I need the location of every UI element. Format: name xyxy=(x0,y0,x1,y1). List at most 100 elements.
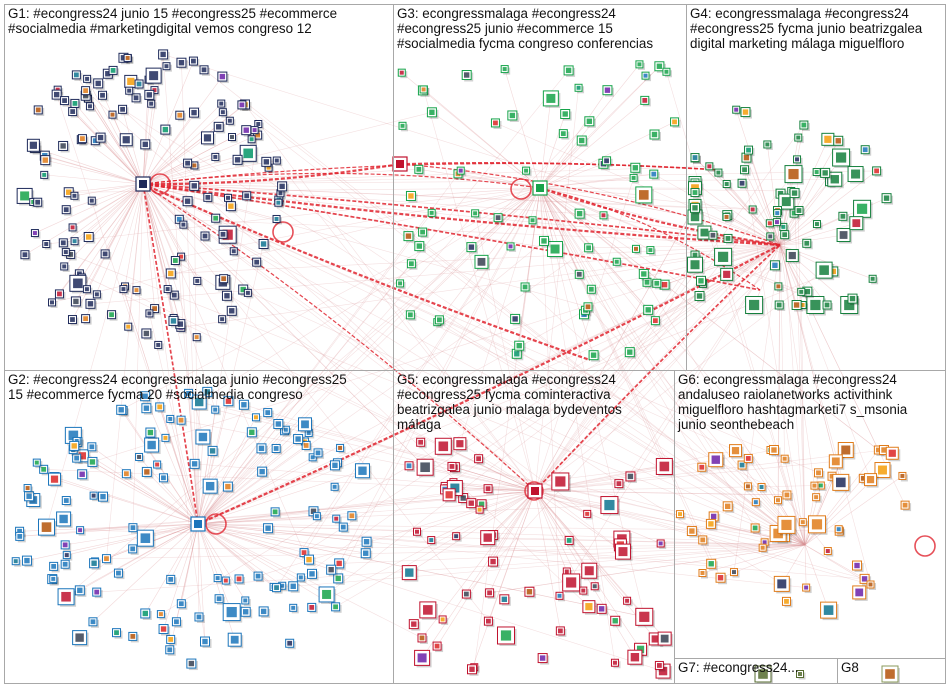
node-g2[interactable] xyxy=(145,427,157,440)
node-g1[interactable] xyxy=(203,192,214,204)
node-g6[interactable] xyxy=(750,523,762,534)
node-g2[interactable] xyxy=(334,558,346,570)
node-g2[interactable] xyxy=(136,529,156,549)
hub-node[interactable] xyxy=(190,516,206,532)
node-g5[interactable] xyxy=(657,631,674,648)
node-g2[interactable] xyxy=(332,514,342,525)
node-g2[interactable] xyxy=(336,443,346,454)
node-g1[interactable] xyxy=(211,152,221,163)
node-g6[interactable] xyxy=(780,454,791,465)
node-g5[interactable] xyxy=(404,461,416,472)
node-g1[interactable] xyxy=(145,67,164,86)
node-g1[interactable] xyxy=(213,121,226,134)
node-g1[interactable] xyxy=(58,140,70,153)
node-g3[interactable] xyxy=(641,71,652,82)
node-g3[interactable] xyxy=(640,95,651,107)
node-g2[interactable] xyxy=(11,557,22,567)
node-g2[interactable] xyxy=(347,511,358,522)
node-g4[interactable] xyxy=(766,232,776,242)
node-g3[interactable] xyxy=(520,282,532,293)
node-g1[interactable] xyxy=(132,286,142,296)
node-g1[interactable] xyxy=(179,220,189,231)
node-g2[interactable] xyxy=(293,434,305,446)
node-g4[interactable] xyxy=(838,211,849,223)
node-g4[interactable] xyxy=(772,218,783,228)
node-g2[interactable] xyxy=(240,606,253,619)
node-g1[interactable] xyxy=(71,70,83,81)
node-g2[interactable] xyxy=(166,574,177,586)
node-g5[interactable] xyxy=(475,505,486,516)
node-g5[interactable] xyxy=(627,649,644,667)
node-g5[interactable] xyxy=(600,496,620,516)
node-g1[interactable] xyxy=(100,249,112,260)
node-g1[interactable] xyxy=(123,53,134,64)
node-g1[interactable] xyxy=(225,201,238,213)
node-g2[interactable] xyxy=(238,399,251,412)
node-g6[interactable] xyxy=(898,471,908,482)
node-g3[interactable] xyxy=(514,340,526,353)
node-g3[interactable] xyxy=(652,278,663,290)
node-g6[interactable] xyxy=(729,444,744,459)
node-g3[interactable] xyxy=(599,211,609,221)
node-g5[interactable] xyxy=(414,649,432,668)
node-g6[interactable] xyxy=(768,445,781,457)
node-g5[interactable] xyxy=(432,641,444,653)
node-g5[interactable] xyxy=(417,633,428,644)
node-g3[interactable] xyxy=(635,186,654,205)
node-g7[interactable] xyxy=(796,670,806,680)
node-g4[interactable] xyxy=(785,249,801,264)
node-g2[interactable] xyxy=(92,587,103,599)
node-g6[interactable] xyxy=(874,462,892,480)
node-g1[interactable] xyxy=(144,89,156,102)
node-g4[interactable] xyxy=(745,296,765,316)
node-g6[interactable] xyxy=(802,583,812,594)
node-g6[interactable] xyxy=(813,468,825,479)
node-g6[interactable] xyxy=(715,572,728,585)
node-g4[interactable] xyxy=(695,275,708,288)
node-g4[interactable] xyxy=(793,155,803,165)
node-g2[interactable] xyxy=(72,453,83,465)
node-g5[interactable] xyxy=(581,562,599,581)
node-g3[interactable] xyxy=(574,208,587,221)
node-g1[interactable] xyxy=(108,110,118,121)
node-g2[interactable] xyxy=(32,458,43,469)
node-g2[interactable] xyxy=(87,456,99,469)
node-g1[interactable] xyxy=(242,191,253,202)
node-g4[interactable] xyxy=(797,287,807,298)
node-g1[interactable] xyxy=(140,139,152,151)
node-g2[interactable] xyxy=(112,628,123,639)
node-g5[interactable] xyxy=(524,586,536,599)
node-g2[interactable] xyxy=(88,617,99,628)
node-g6[interactable] xyxy=(812,493,822,503)
node-g2[interactable] xyxy=(222,603,243,623)
node-g2[interactable] xyxy=(227,632,244,649)
node-g4[interactable] xyxy=(872,166,883,177)
node-g2[interactable] xyxy=(338,522,350,534)
node-g4[interactable] xyxy=(687,256,705,275)
node-g2[interactable] xyxy=(234,574,246,585)
node-g1[interactable] xyxy=(145,309,155,319)
node-g3[interactable] xyxy=(563,65,576,77)
node-g2[interactable] xyxy=(166,414,176,425)
node-g4[interactable] xyxy=(723,233,734,245)
node-g1[interactable] xyxy=(150,304,161,315)
node-g3[interactable] xyxy=(506,242,517,252)
node-g4[interactable] xyxy=(789,188,802,200)
node-g2[interactable] xyxy=(288,581,300,593)
node-g1[interactable] xyxy=(40,170,50,181)
node-g1[interactable] xyxy=(125,86,135,97)
node-g3[interactable] xyxy=(629,173,640,184)
node-g1[interactable] xyxy=(189,180,201,193)
node-g2[interactable] xyxy=(135,452,145,463)
node-g1[interactable] xyxy=(60,96,71,107)
node-g3[interactable] xyxy=(418,227,429,239)
node-g3[interactable] xyxy=(646,246,656,256)
node-g1[interactable] xyxy=(154,340,164,351)
node-g3[interactable] xyxy=(586,284,598,296)
node-g2[interactable] xyxy=(153,460,163,471)
node-g2[interactable] xyxy=(60,540,72,551)
node-g5[interactable] xyxy=(447,461,458,473)
node-g3[interactable] xyxy=(406,259,418,270)
node-g1[interactable] xyxy=(229,247,240,257)
node-g6[interactable] xyxy=(757,483,768,493)
